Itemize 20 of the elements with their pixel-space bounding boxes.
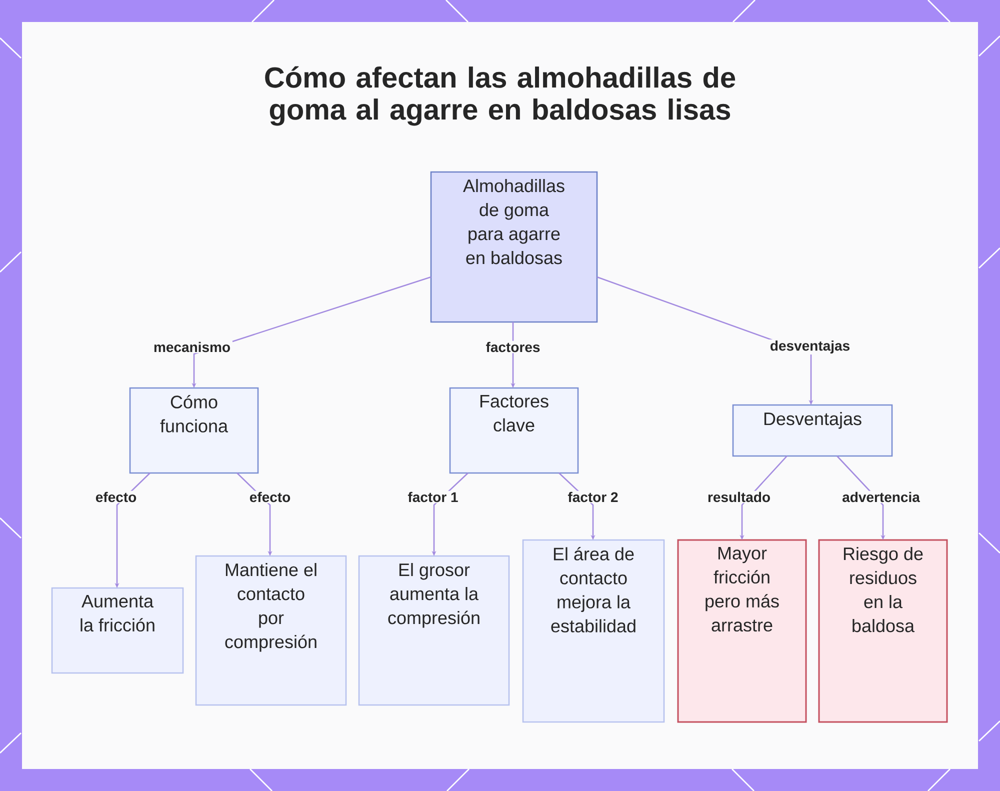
- warning-box: Mayor fricción pero más arrastre: [677, 539, 807, 723]
- category-box: Cómo funciona: [129, 387, 259, 474]
- detail-box: Mantiene el contacto por compresión: [195, 555, 347, 706]
- category-box: Factores clave: [449, 387, 579, 474]
- edge-label: resultado: [706, 490, 773, 504]
- edge-label: factores: [484, 340, 542, 354]
- detail-box: El grosor aumenta la compresión: [358, 555, 510, 706]
- category-box: Desventajas: [732, 404, 893, 457]
- edge-label: efecto: [247, 490, 293, 504]
- edge-label: advertencia: [840, 490, 922, 504]
- edge-label: factor 1: [406, 490, 460, 504]
- edge-label: factor 2: [566, 490, 620, 504]
- detail-box: Aumenta la fricción: [51, 587, 184, 674]
- topic-box: Almohadillas de goma para agarre en baldosas: [430, 171, 598, 323]
- edge-label: efecto: [93, 490, 139, 504]
- edge-label: desventajas: [768, 339, 852, 355]
- edge-label: mecanismo: [152, 340, 233, 354]
- warning-box: Riesgo de residuos en la baldosa: [818, 539, 948, 723]
- detail-box: El área de contacto mejora la estabilidad: [522, 539, 665, 723]
- title: Cómo afectan las almohadillas de goma al agarre en baldosas lisas: [265, 66, 736, 126]
